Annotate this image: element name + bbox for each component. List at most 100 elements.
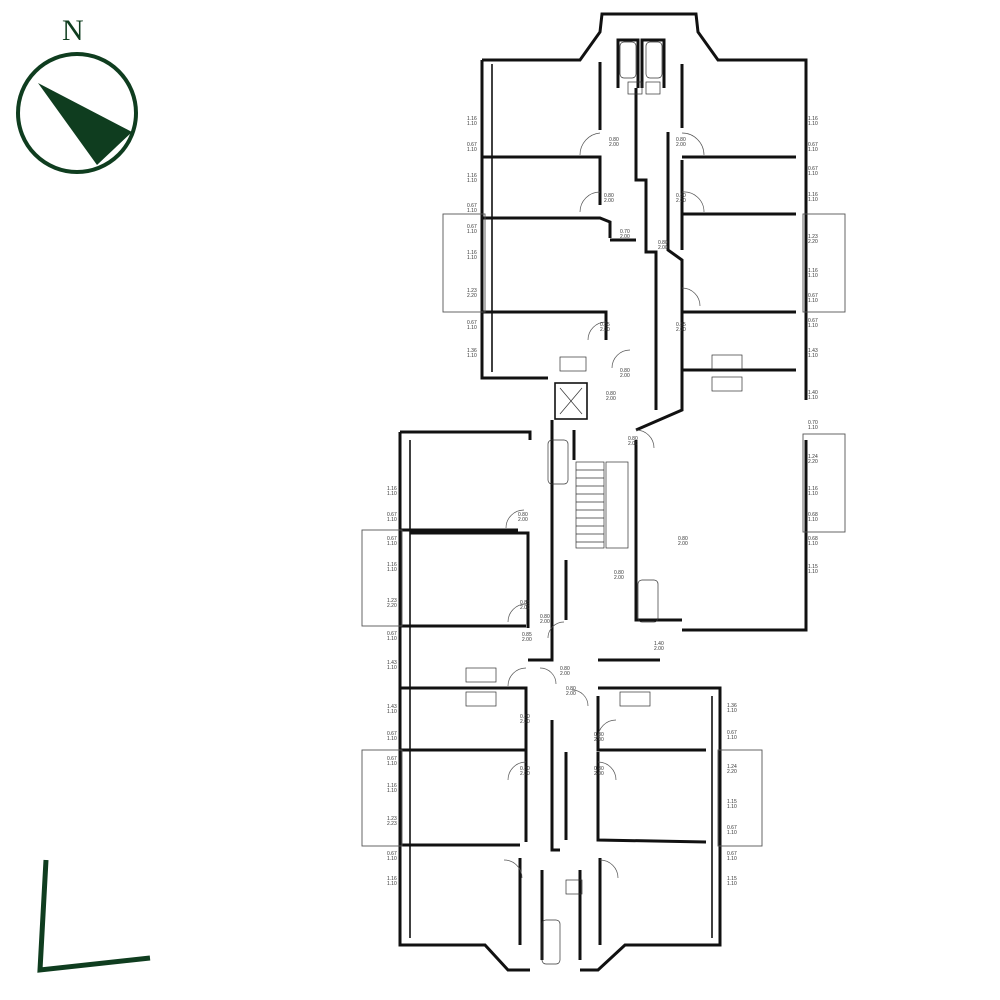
door-label-width: 0.80 xyxy=(520,714,530,720)
balcony-east-lower xyxy=(717,749,763,847)
door-label: 0.852.00 xyxy=(522,632,532,643)
window-label-lower-left-height: 2.23 xyxy=(387,821,397,827)
door-label-height: 2.00 xyxy=(518,517,528,523)
door-label-width: 0.80 xyxy=(658,240,668,246)
window-label-left: 0.671.10 xyxy=(467,142,477,153)
window-label-lower-right: 0.671.10 xyxy=(727,730,737,741)
door-label-width: 0.80 xyxy=(678,536,688,542)
window-label-lower-left: 1.232.20 xyxy=(387,598,397,609)
window-label-lower-right: 0.671.10 xyxy=(727,851,737,862)
window-label-left-width: 0.67 xyxy=(467,224,477,230)
window-label-left-height: 1.10 xyxy=(467,353,477,359)
window-label-lower-left: 1.431.10 xyxy=(387,704,397,715)
door-label: 0.802.00 xyxy=(620,368,630,379)
window-label-lower-right-height: 2.20 xyxy=(727,769,737,775)
window-label-lower-right-width: 1.15 xyxy=(727,876,737,882)
door-label: 0.852.00 xyxy=(676,322,686,333)
window-label-right-height: 1.10 xyxy=(808,323,818,329)
window-label-right-height: 2.20 xyxy=(808,459,818,465)
window-label-lower-left: 0.671.10 xyxy=(387,512,397,523)
window-label-left-height: 1.10 xyxy=(467,229,477,235)
window-label-lower-left-width: 1.16 xyxy=(387,783,397,789)
door-label-height: 2.00 xyxy=(654,646,664,652)
door-label: 0.802.00 xyxy=(594,732,604,743)
door-label-width: 0.80 xyxy=(676,137,686,143)
window-label-lower-right-width: 0.67 xyxy=(727,851,737,857)
door-label-width: 0.80 xyxy=(566,686,576,692)
balcony-west-upper xyxy=(442,213,486,313)
window-label-right: 1.242.20 xyxy=(808,454,818,465)
window-label-lower-left-height: 1.10 xyxy=(387,761,397,767)
window-label-left-width: 0.67 xyxy=(467,320,477,326)
door-label: 0.802.00 xyxy=(676,193,686,204)
upper-block xyxy=(442,12,846,632)
door-label: 0.852.00 xyxy=(520,600,530,611)
door-label: 0.802.00 xyxy=(628,436,638,447)
window-label-left-width: 1.16 xyxy=(467,116,477,122)
window-label-right-height: 1.10 xyxy=(808,491,818,497)
window-label-right: 1.401.10 xyxy=(808,390,818,401)
window-label-lower-left-height: 1.10 xyxy=(387,736,397,742)
door-label: 0.802.00 xyxy=(606,391,616,402)
door-label: 0.802.00 xyxy=(518,512,528,523)
door-label-width: 0.80 xyxy=(520,766,530,772)
window-label-right-width: 1.15 xyxy=(808,564,818,570)
window-label-right: 0.671.10 xyxy=(808,166,818,177)
window-label-lower-left-width: 0.67 xyxy=(387,631,397,637)
window-label-lower-left: 0.671.10 xyxy=(387,631,397,642)
window-label-right: 0.671.10 xyxy=(808,293,818,304)
window-label-left-height: 1.10 xyxy=(467,325,477,331)
door-label: 0.852.00 xyxy=(600,322,610,333)
window-label-lower-left: 1.161.10 xyxy=(387,562,397,573)
door-label-width: 0.80 xyxy=(518,512,528,518)
door-label-width: 0.80 xyxy=(628,436,638,442)
balcony-east-upper xyxy=(802,213,846,313)
door-label-height: 2.00 xyxy=(566,691,576,697)
window-label-left: 1.161.10 xyxy=(467,173,477,184)
window-label-right-width: 1.43 xyxy=(808,348,818,354)
door-label: 0.802.00 xyxy=(594,766,604,777)
door-label-width: 0.85 xyxy=(520,600,530,606)
window-label-left: 1.361.10 xyxy=(467,348,477,359)
window-label-lower-left-height: 1.10 xyxy=(387,636,397,642)
window-label-right-width: 1.16 xyxy=(808,192,818,198)
door-label-height: 2.00 xyxy=(609,142,619,148)
door-label-width: 0.80 xyxy=(606,391,616,397)
window-label-left-width: 1.16 xyxy=(467,173,477,179)
window-label-lower-right-height: 1.10 xyxy=(727,708,737,714)
window-label-lower-right: 1.151.10 xyxy=(727,876,737,887)
door-label-width: 0.80 xyxy=(594,732,604,738)
window-label-lower-left: 0.671.10 xyxy=(387,756,397,767)
corner-mark xyxy=(37,859,151,973)
window-label-lower-left-height: 1.10 xyxy=(387,856,397,862)
window-label-right-height: 1.10 xyxy=(808,147,818,153)
window-label-lower-left-width: 0.67 xyxy=(387,536,397,542)
window-label-lower-right-height: 1.10 xyxy=(727,881,737,887)
door-label-width: 0.80 xyxy=(560,666,570,672)
window-label-right-height: 1.10 xyxy=(808,171,818,177)
window-label-lower-right-height: 1.10 xyxy=(727,735,737,741)
door-label-height: 2.00 xyxy=(600,327,610,333)
window-label-left-height: 1.10 xyxy=(467,121,477,127)
door-label-height: 2.00 xyxy=(594,771,604,777)
window-label-lower-left: 1.161.10 xyxy=(387,876,397,887)
door-label: 1.402.00 xyxy=(654,641,664,652)
door-label-height: 2.00 xyxy=(520,719,530,725)
window-label-lower-left-width: 0.67 xyxy=(387,756,397,762)
window-label-right: 0.671.10 xyxy=(808,142,818,153)
window-label-right: 0.681.10 xyxy=(808,512,818,523)
window-label-lower-left: 1.232.23 xyxy=(387,816,397,827)
window-label-left-height: 1.10 xyxy=(467,147,477,153)
window-label-right-height: 1.10 xyxy=(808,197,818,203)
window-label-right: 1.161.10 xyxy=(808,268,818,279)
dimension-labels: 1.161.100.671.101.161.100.671.100.671.10… xyxy=(387,116,818,887)
window-label-right: 1.161.10 xyxy=(808,486,818,497)
window-label-lower-right-width: 1.36 xyxy=(727,703,737,709)
door-label-width: 0.80 xyxy=(540,614,550,620)
window-label-left-height: 1.10 xyxy=(467,255,477,261)
window-label-left: 1.161.10 xyxy=(467,116,477,127)
window-label-right-width: 0.67 xyxy=(808,293,818,299)
compass-needle-icon xyxy=(38,83,132,165)
door-label-height: 2.00 xyxy=(520,605,530,611)
